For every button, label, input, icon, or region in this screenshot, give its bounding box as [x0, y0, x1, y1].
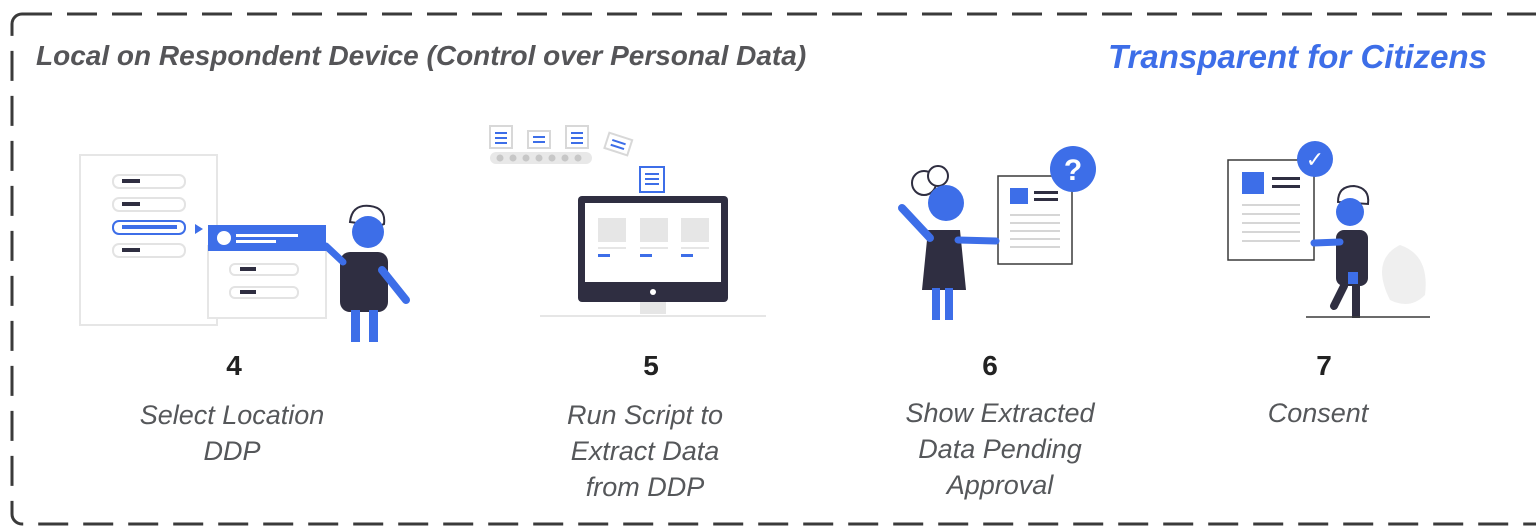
step-6-caption-line-3: Approval	[946, 470, 1054, 500]
step-6-caption: Show Extracted Data Pending Approval	[870, 395, 1130, 503]
step-6-caption-line-1: Show Extracted	[905, 398, 1095, 428]
step-5-caption: Run Script to Extract Data from DDP	[515, 397, 775, 505]
step-5-number: 5	[643, 350, 659, 381]
question-icon: ?	[1064, 154, 1082, 187]
step-4-number: 4	[226, 350, 242, 381]
transparent-heading: Transparent for Citizens	[1108, 38, 1487, 75]
step-4-caption: Select Location DDP	[102, 397, 362, 469]
step-7-caption-line-1: Consent	[1267, 398, 1369, 428]
step-7-caption: Consent	[1188, 395, 1448, 431]
step-5-caption-line-1: Run Script to	[566, 400, 724, 430]
step-5-caption-line-3: from DDP	[585, 472, 705, 502]
step-6-caption-line-2: Data Pending	[918, 434, 1082, 464]
local-device-heading: Local on Respondent Device (Control over…	[36, 40, 807, 71]
step-4-caption-line-2: DDP	[203, 436, 261, 466]
step-6-number: 6	[982, 350, 998, 381]
step-5-caption-line-2: Extract Data	[570, 436, 720, 466]
step-4-caption-line-1: Select Location	[139, 400, 325, 430]
check-icon: ✓	[1306, 148, 1324, 173]
step-7-number: 7	[1316, 350, 1332, 381]
